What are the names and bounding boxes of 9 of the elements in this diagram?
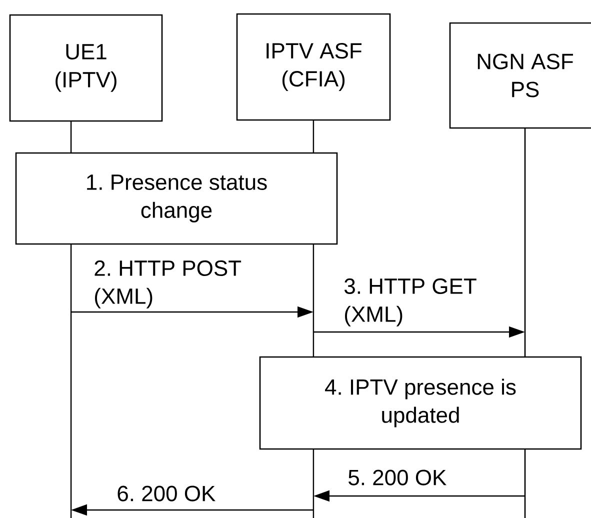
edge-label: 3. HTTP GET (XML) (344, 278, 476, 326)
edge-label: 2. HTTP POST (XML) (94, 260, 242, 308)
action-box: 1. Presence status change (15, 152, 338, 245)
participant-box: NGN ASF PS (449, 22, 591, 129)
edge-label: 6. 200 OK (118, 486, 216, 502)
participant-box: UE1 (IPTV) (9, 14, 163, 122)
action-box: 4. IPTV presence is updated (259, 356, 582, 450)
participant-box: IPTV ASF (CFIA) (236, 13, 391, 121)
edge-label: 5. 200 OK (348, 470, 446, 486)
